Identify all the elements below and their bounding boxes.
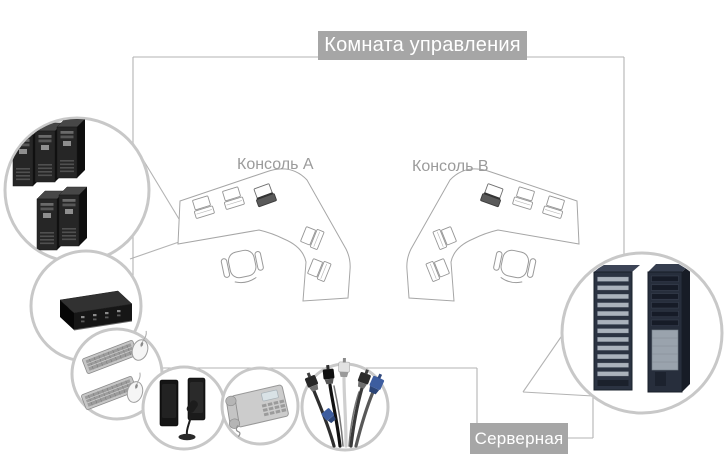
speakers-microphone-circle [141,365,227,451]
desk-phone-circle [220,366,300,446]
console-b-label: Консоль B [412,158,489,175]
kvm-to-console-a-line [129,241,180,260]
console-a-label: Консоль A [237,156,314,173]
chair-icon [219,246,267,287]
kvm-switch-icon [59,290,133,331]
console-b-desk [406,168,580,302]
server-room-label: Серверная [470,423,568,454]
desk-phone-icon [225,384,289,438]
server-racks-icon [593,264,690,393]
console-a-desk [177,168,351,302]
chair-icon [490,246,538,287]
server-label-connector-right [568,396,594,439]
speakers-microphone-icon [159,377,206,441]
kvm-cables-circle [300,357,390,452]
kvm-cables-icon [304,357,385,448]
control-room-label: Комната управления [318,31,527,60]
workstation-towers-circle [3,116,151,264]
server-racks-circle [560,251,724,415]
